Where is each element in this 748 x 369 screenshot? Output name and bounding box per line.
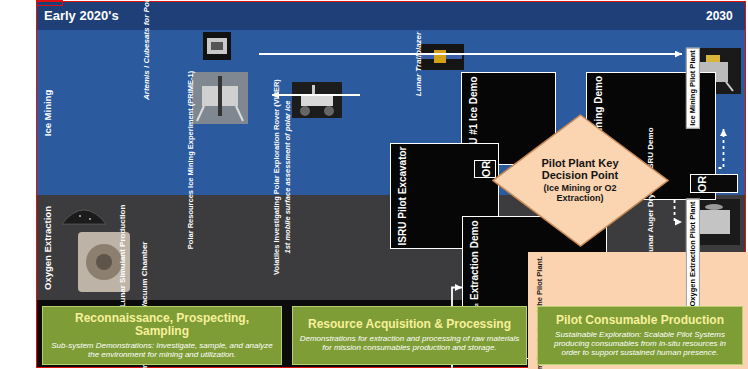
frame-border [37,2,746,368]
prime-image [236,106,243,121]
node-text: Polar Resources Ice Mining Experiment (P… [187,71,196,249]
node-text: Demonstrations for extraction and proces… [299,334,520,352]
node-body: ISRU Pilot Excavator [397,147,408,246]
node-text: Volatiles Investigating Polar Exploratio… [273,79,282,275]
mission-caption: Polar Resources Ice Mining Experiment (P… [180,70,360,250]
rover-image [312,85,315,95]
node-body: Reconnaissance, Prospecting, SamplingSub… [49,312,275,360]
simulant-image [79,215,81,217]
rover-image [300,106,310,116]
mission-caption: Artemis I Cubesats for Polar Ice [136,31,259,100]
node-text: Ice Mining Pilot Plant [686,47,700,128]
simulant-image [62,210,106,224]
plant-image [726,82,733,91]
pilot-plant-box: Oxygen Extraction Pilot Plant [682,197,748,310]
node-body: Oxygen Extraction [42,206,53,290]
node-text: 1st mobile surface assessment of polar i… [284,79,293,275]
phase-row-fill [36,300,746,367]
cubesat-image [211,42,223,50]
rover-image [292,82,342,118]
node-body: Volatiles Investigating Polar Exploratio… [273,79,292,275]
node-text: OR [480,161,492,178]
node-text: Lunar Trailblazer [414,32,424,96]
node-body: Polar Resources Ice Mining Experiment (P… [187,71,196,249]
header-bar [36,2,746,30]
node-body: Pilot Plant Key Decision Point(Ice Minin… [532,157,628,204]
timeline-label: 2030 [706,9,733,23]
node-body: Pilot Consumable ProductionSustainable E… [544,314,736,357]
node-text: Ice Mining [42,89,53,135]
connector-arrow [272,94,360,96]
node-body: Resource Acquisition & ProcessingDemonst… [299,318,520,352]
satellite-image [418,44,464,70]
frame-ground [36,2,746,367]
phase-box: Resource Acquisition & ProcessingDemonst… [292,306,527,365]
node-text: Pilot Plant Key Decision Point [532,157,628,182]
pilot-plant-box: Ice Mining Pilot Plant [682,46,748,129]
node-text: Artemis I Cubesats for Polar Ice [142,32,151,100]
phase-box: Pilot Consumable ProductionSustainable E… [537,306,743,365]
node-text: Oxygen Extraction Pilot Plant [686,198,700,309]
timeline-band: Oxygen ExtractionHigh fidelity Lunar Sim… [36,195,746,300]
node-body: Lunar Trailblazer [414,32,424,96]
rover-image [324,106,334,116]
node-body: Ice Mining Pilot Plant [686,47,700,128]
cubesat-image [203,32,231,60]
simulant-image [89,218,91,220]
satellite-image [434,50,446,63]
node-body: Ice Mining [42,89,53,135]
corner-mark [37,1,63,6]
node-text: OR [696,175,708,192]
cubesat-image [207,38,227,54]
node-text: ISRU Pilot Excavator [397,147,408,246]
node-text: (Ice Mining or O2 Extraction) [541,183,619,204]
node-text: Sub-system Demonstrations: Investigate, … [49,341,275,359]
plant-image [705,204,723,210]
prime-image [197,106,204,121]
node-text: Reconnaissance, Prospecting, Sampling [49,312,275,340]
or-box: OR [474,160,496,178]
plant-image [706,55,720,62]
plant-image [698,210,730,234]
node-body: Artemis I Cubesats for Polar Ice [142,32,151,100]
node-body: OR [696,175,708,192]
chamber-image [96,254,112,270]
node-body: OR [480,161,492,178]
or-box: OR [690,174,738,193]
prime-image [218,76,222,116]
prime-image [192,72,248,124]
phase-box: Reconnaissance, Prospecting, SamplingSub… [42,306,282,365]
node-text: Sustainable Exploration: Scalable Pilot … [544,330,736,358]
node-text: Resource Acquisition & Processing [299,318,520,332]
node-body: Oxygen Extraction Pilot Plant [686,198,700,309]
chamber-image [86,244,122,280]
decision-diamond: Pilot Plant Key Decision Point(Ice Minin… [492,114,669,247]
node-text: Pilot Consumable Production [544,314,736,328]
node-text: Oxygen Extraction [42,206,53,290]
timeline-label: Early 2020's [44,8,119,23]
connector-arrow [259,53,682,55]
